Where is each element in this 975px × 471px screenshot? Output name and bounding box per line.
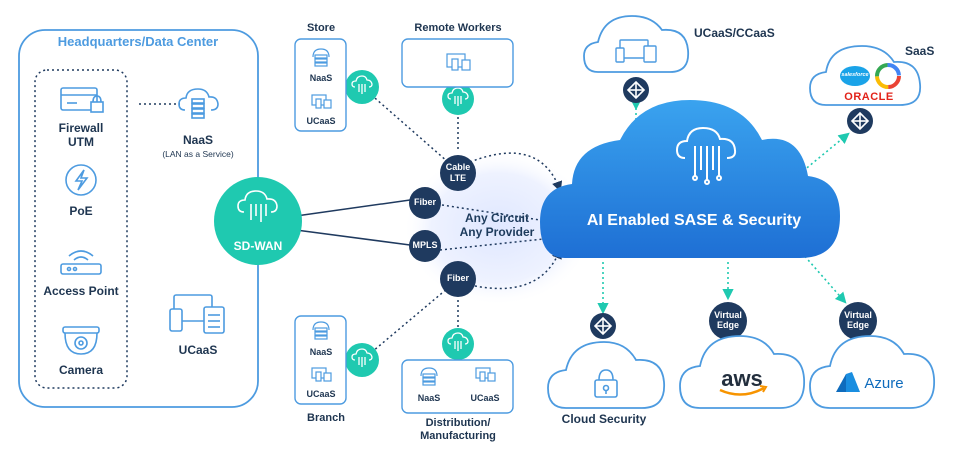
store-naas-label: NaaS <box>309 73 333 83</box>
any-circuit-line1: Any Circuit <box>464 211 529 225</box>
branch-ucaas-label: UCaaS <box>306 389 336 399</box>
ucaas-ccaas-label: UCaaS/CCaaS <box>694 26 775 40</box>
router-arrow-icons <box>593 80 870 336</box>
branch-title: Branch <box>307 412 345 424</box>
hq-naas-sublabel: (LAN as a Service) <box>162 149 234 159</box>
salesforce-logo: salesforce <box>841 72 869 78</box>
hq-device-icons <box>60 87 225 355</box>
ucaas-device-icons <box>311 53 496 382</box>
circuit-nodes <box>409 155 476 297</box>
access-point-label: Access Point <box>43 284 119 298</box>
virtual-edge-nodes <box>709 302 877 340</box>
sase-cloud <box>540 100 840 258</box>
aws-cloud <box>679 335 805 409</box>
hq-naas-label: NaaS <box>182 133 214 147</box>
cable-label: Cable <box>445 162 471 172</box>
fiber-bottom-label: Fiber <box>446 273 469 283</box>
distribution-title: Distribution/ Manufacturing <box>398 417 518 443</box>
sase-title: AI Enabled SASE & Security <box>586 212 802 229</box>
saas-cloud <box>809 45 922 106</box>
firewall-label-line2: UTM <box>68 135 94 149</box>
firewall-label: Firewall UTM <box>40 121 122 149</box>
remote-workers-title: Remote Workers <box>414 22 502 34</box>
mpls-label: MPLS <box>412 240 438 250</box>
aws-logo-text: aws <box>721 366 763 391</box>
virtual-edge-aws-label: Virtual Edge <box>708 310 748 330</box>
poe-label: PoE <box>69 204 93 218</box>
ucaas-ccaas-cloud <box>583 15 690 73</box>
any-circuit-caption: Any Circuit Any Provider <box>452 211 542 239</box>
sdwan-label: SD-WAN <box>233 239 283 253</box>
store-title: Store <box>306 22 336 34</box>
distribution-title-line2: Manufacturing <box>420 430 496 442</box>
any-circuit-line2: Any Provider <box>459 225 535 239</box>
fiber-top-label: Fiber <box>413 197 436 207</box>
naas-server-icons <box>312 48 438 386</box>
distribution-naas-label: NaaS <box>417 393 441 403</box>
sase-cloud-icon <box>675 126 737 185</box>
camera-label: Camera <box>58 363 104 377</box>
site-node-icons <box>351 75 469 367</box>
store-ucaas-label: UCaaS <box>306 116 336 126</box>
distribution-ucaas-label: UCaaS <box>470 393 500 403</box>
branch-naas-label: NaaS <box>309 347 333 357</box>
virtual-edge-aws-line1: Virtual <box>714 310 742 320</box>
site-links <box>139 84 459 363</box>
cloud-security-label: Cloud Security <box>561 412 647 426</box>
sdwan-circle <box>214 177 302 265</box>
sdwan-cloud-icon <box>237 190 278 222</box>
virtual-edge-azure-line2: Edge <box>846 320 869 330</box>
hq-title: Headquarters/Data Center <box>57 34 219 49</box>
oracle-logo: ORACLE <box>844 91 894 103</box>
virtual-edge-aws-line2: Edge <box>716 320 739 330</box>
distribution-title-line1: Distribution/ <box>425 417 491 429</box>
saas-label: SaaS <box>905 44 935 58</box>
azure-cloud <box>809 335 935 409</box>
circuit-to-sase-arrows <box>439 152 563 290</box>
cable-lte-label: Cable LTE <box>440 162 476 184</box>
virtual-edge-azure-label: Virtual Edge <box>838 310 878 330</box>
lte-label: LTE <box>449 173 467 183</box>
cloud-security-cloud <box>547 341 665 409</box>
firewall-label-line1: Firewall <box>58 121 104 135</box>
azure-logo-text: Azure <box>864 375 904 392</box>
hq-ucaas-label: UCaaS <box>178 343 218 357</box>
virtual-edge-azure-line1: Virtual <box>844 310 872 320</box>
